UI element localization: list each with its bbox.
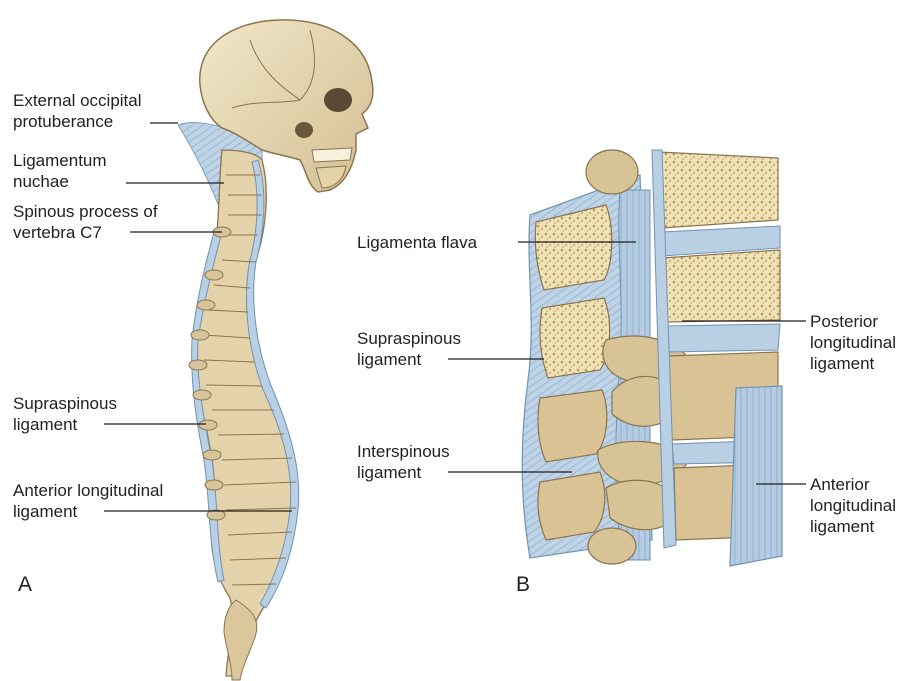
label-supraspinous-ligament-a: Supraspinous ligament xyxy=(13,393,117,435)
panel-a-spine-artwork xyxy=(178,20,373,680)
panel-letter-a: A xyxy=(18,573,32,597)
label-anterior-longitudinal-ligament-a: Anterior longitudinal ligament xyxy=(13,480,163,522)
label-ligamenta-flava: Ligamenta flava xyxy=(357,232,477,253)
label-posterior-longitudinal-ligament: Posterior longitudinal ligament xyxy=(810,311,896,374)
label-anterior-longitudinal-ligament-b: Anterior longitudinal ligament xyxy=(810,474,896,537)
label-supraspinous-ligament-b: Supraspinous ligament xyxy=(357,328,461,370)
label-external-occipital-protuberance: External occipital protuberance xyxy=(13,90,142,132)
panel-b-section-artwork xyxy=(522,150,782,566)
anterior-longitudinal-ligament-shape-b xyxy=(730,386,782,566)
panel-letter-b: B xyxy=(516,573,530,597)
label-interspinous-ligament: Interspinous ligament xyxy=(357,441,450,483)
label-ligamentum-nuchae: Ligamentum nuchae xyxy=(13,150,107,192)
label-spinous-process-c7: Spinous process of vertebra C7 xyxy=(13,201,158,243)
